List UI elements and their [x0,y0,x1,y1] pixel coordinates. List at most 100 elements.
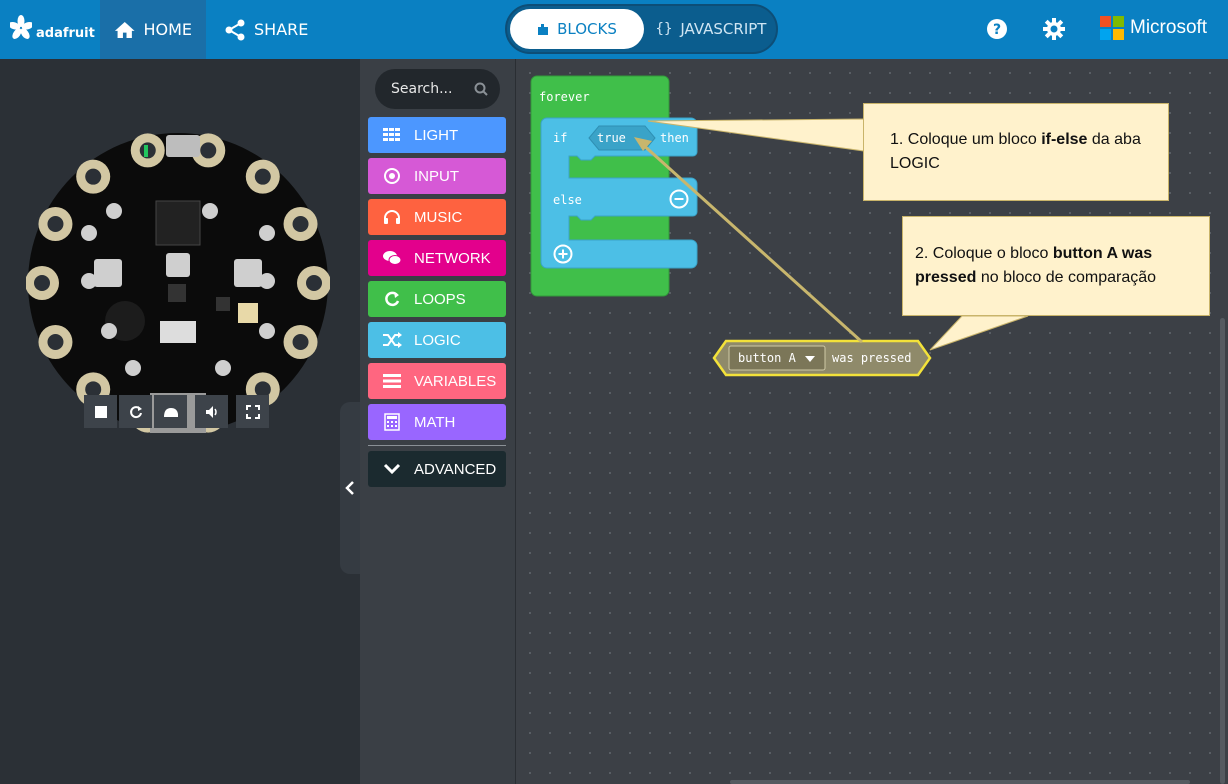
settings-button[interactable] [1041,16,1067,42]
board-pad-hole [47,215,64,232]
dropdown-arrow-icon[interactable] [805,356,815,362]
search-icon[interactable] [474,82,488,96]
slowmo-button[interactable] [154,395,187,428]
gear-icon [1043,18,1065,40]
category-label: INPUT [414,167,459,185]
grid-icon [382,125,402,145]
button-dropdown[interactable] [728,345,826,371]
slowmo-icon [163,407,178,417]
category-label: LOGIC [414,331,461,349]
search-input[interactable]: Search... [375,69,500,109]
target-icon [382,166,402,186]
share-button[interactable]: SHARE [210,0,322,59]
forever-block[interactable] [525,70,725,302]
callout-1-suffix: da aba LOGIC [890,131,1141,172]
search-placeholder: Search... [391,81,453,97]
category-network[interactable]: NETWORK [368,240,506,276]
else-label: else [553,193,582,207]
loop-icon [382,289,402,309]
category-logic[interactable]: LOGIC [368,322,506,358]
help-button[interactable]: ? [984,16,1010,42]
add-else-if-icon[interactable] [553,244,573,264]
board-pad-hole [200,142,217,159]
category-label: VARIABLES [414,372,497,390]
category-label: LOOPS [414,290,466,308]
then-label: then [660,131,689,145]
callout-2-suffix: no bloco de comparação [976,269,1157,286]
chevron-down-icon [382,459,402,479]
board-pad-hole [254,381,271,398]
category-input[interactable]: INPUT [368,158,506,194]
braces-icon: {} [655,21,673,37]
share-icon [225,19,245,40]
restart-icon [129,405,142,418]
home-button[interactable]: HOME [100,0,206,59]
chat-icon [382,248,402,268]
blocks-label: BLOCKS [557,20,617,38]
stop-icon [94,405,107,418]
simulator-controls [84,395,269,428]
category-advanced[interactable]: ADVANCED [368,451,506,487]
board-pad-hole [306,275,322,291]
blocks-tab[interactable]: BLOCKS [510,9,644,49]
board-pad-hole [292,215,309,232]
microsoft-logo[interactable]: Microsoft [1100,16,1207,40]
button-was-pressed-block[interactable] [710,338,936,378]
share-label: SHARE [254,20,309,39]
stop-button[interactable] [84,395,117,428]
sound-button[interactable] [195,395,228,428]
category-math[interactable]: MATH [368,404,506,440]
chevron-left-icon [345,481,354,495]
category-loops[interactable]: LOOPS [368,281,506,317]
fullscreen-button[interactable] [236,395,269,428]
adafruit-logo[interactable]: adafruit [10,14,95,41]
home-label: HOME [143,20,192,39]
category-label: NETWORK [414,249,491,267]
workspace-horizontal-scrollbar[interactable] [730,780,1190,784]
javascript-label: JAVASCRIPT [680,20,767,38]
neopixels [81,203,275,376]
microsoft-label: Microsoft [1130,17,1208,38]
category-label: MUSIC [414,208,463,226]
category-light[interactable]: LIGHT [368,117,506,153]
callout-instruction-2: 2. Coloque o bloco button A was pressed … [902,216,1210,316]
forever-label: forever [539,90,590,104]
callout-2-bold: button A was pressed [915,245,1153,286]
callout-instruction-1: 1. Coloque um bloco if-else da aba LOGIC [863,103,1169,201]
button-dropdown-label[interactable]: button A [738,351,796,365]
category-label: ADVANCED [414,460,497,478]
simulator-panel [0,59,360,784]
toolbox: Search... LIGHT INPUT MUSIC NETWORK LOOP… [360,59,515,784]
list-icon [382,371,402,391]
board-pad-hole [292,334,309,351]
restart-button[interactable] [119,395,152,428]
was-pressed-label: was pressed [832,351,912,365]
workspace-vertical-scrollbar[interactable] [1220,318,1225,784]
flower-icon [10,14,32,39]
board-pad-hole [85,168,102,185]
svg-text:?: ? [993,22,1001,38]
fullscreen-icon [245,404,260,419]
board-pad-hole [34,275,50,291]
help-icon: ? [987,19,1007,39]
category-label: MATH [414,413,456,431]
headphones-icon [382,207,402,227]
collapse-simulator-button[interactable] [340,402,360,574]
board-pad-hole [47,334,64,351]
callout-1-bold: if-else [1041,131,1088,148]
callout-2-prefix: 2. Coloque o bloco [915,245,1053,262]
category-music[interactable]: MUSIC [368,199,506,235]
editor-toggle: BLOCKS {} JAVASCRIPT [505,4,778,54]
microsoft-icon [1100,16,1124,40]
javascript-tab[interactable]: {} JAVASCRIPT [647,9,775,49]
category-label: LIGHT [414,126,459,144]
board-pad-hole [85,381,102,398]
true-label: true [597,131,626,145]
home-icon [114,21,135,38]
if-label: if [553,131,568,145]
puzzle-icon [538,24,549,35]
category-variables[interactable]: VARIABLES [368,363,506,399]
board-pad-hole [254,168,271,185]
circuit-playground-board[interactable] [26,131,330,435]
top-bar: adafruit HOME SHARE BLOCKS {} JAVASCRIPT [0,0,1228,59]
